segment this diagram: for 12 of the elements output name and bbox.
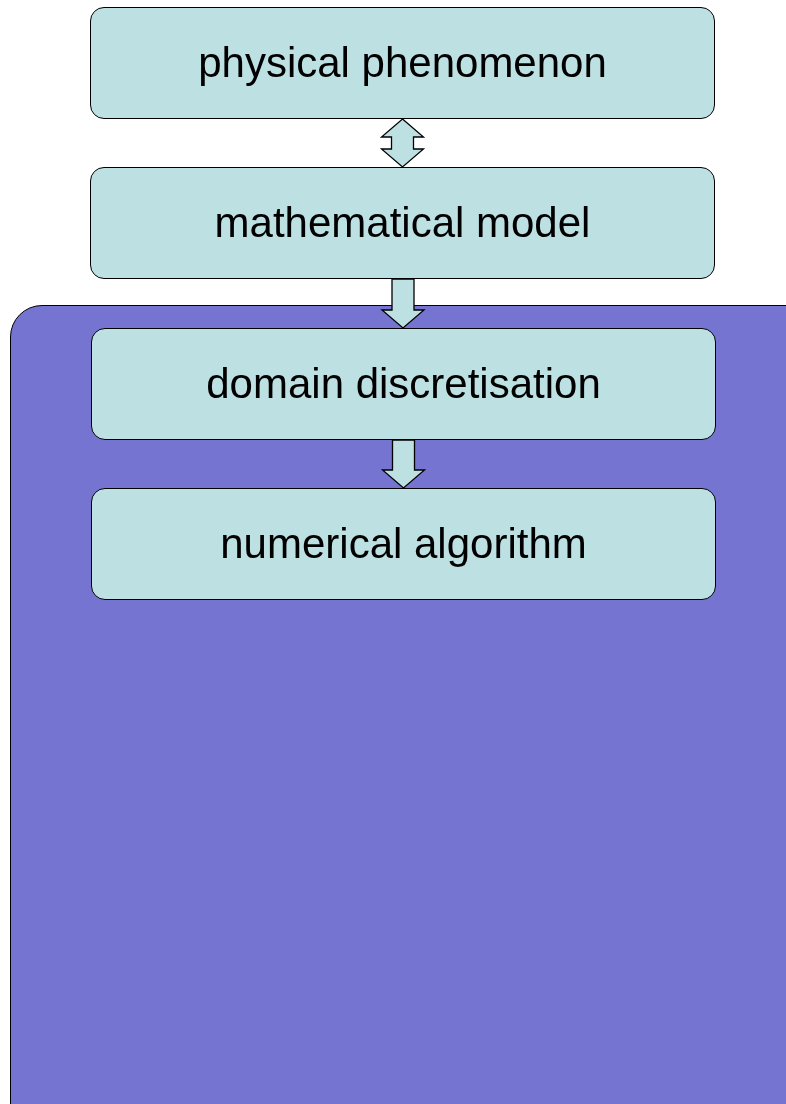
box-label: domain discretisation [206,360,601,408]
process-box [91,488,716,600]
box-label: numerical algorithm [220,520,587,568]
block-arrow [380,439,427,489]
group-panel [10,305,786,1104]
box-label: mathematical model [214,199,591,247]
process-box [90,7,715,119]
double-block-arrow [379,118,426,168]
process-box [91,328,716,440]
box-label: physical phenomenon [198,39,607,87]
process-box [90,167,715,279]
block-arrow [380,278,426,329]
